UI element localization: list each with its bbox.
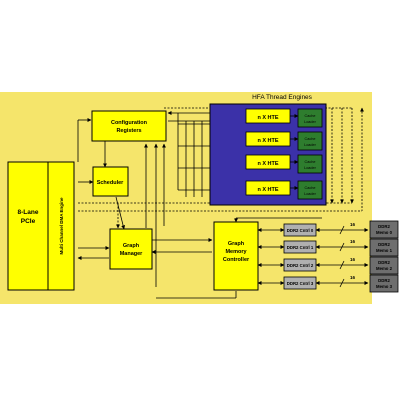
graph-manager-label-line2: Manager — [120, 251, 143, 257]
engine-row-0: n X HTE Cache Loader — [245, 108, 323, 128]
engine-row-1: n X HTE Cache Loader — [245, 131, 323, 151]
graph-manager-block — [109, 228, 153, 270]
ddr-ctrl-2-label: DDR2 Cntrl 2 — [287, 263, 314, 268]
cache-loader-label-line2: Loader — [304, 120, 317, 124]
cache-loader-label-line2: Loader — [304, 143, 317, 147]
bus-width-label: 16 — [350, 222, 356, 227]
pcie-label-line2: PCIe — [21, 218, 36, 225]
scheduler-block — [92, 166, 129, 197]
cache-loader-label-line1: Cache — [305, 137, 316, 141]
ddr-ctrl-0 — [283, 223, 317, 237]
ddr-memory-2-line1: DDR2 — [378, 260, 390, 265]
ddr-ctrl-2 — [283, 258, 317, 272]
engine-label: n X HTE — [257, 187, 278, 193]
graph-memory-controller-block — [213, 221, 259, 291]
config-registers-block — [91, 110, 167, 142]
bus-width-labels: 16 16 16 16 — [350, 222, 356, 280]
ddr-memory-2 — [369, 256, 399, 275]
gmc-label-line3: Controller — [223, 257, 250, 263]
config-label-line2: Registers — [116, 128, 141, 134]
ddr-memory-3-line1: DDR2 — [378, 278, 390, 283]
ddr-memory-3 — [369, 274, 399, 293]
cache-loader-label-line2: Loader — [304, 166, 317, 170]
ddr-ctrl-3-label: DDR2 Cntrl 3 — [287, 281, 314, 286]
pcie-block — [7, 161, 49, 291]
cache-loader-block — [297, 154, 323, 174]
cache-loader-block — [297, 108, 323, 128]
cache-loader-label-line1: Cache — [305, 186, 316, 190]
ddr-memory-3-line2: Memo 3 — [376, 284, 393, 289]
cache-loader-block — [297, 180, 323, 200]
engine-row-2: n X HTE Cache Loader — [245, 154, 323, 174]
bus-width-label: 16 — [350, 257, 356, 262]
ddr-controllers: DDR2 Cntrl 0 DDR2 Cntrl 1 DDR2 Cntrl 2 D… — [283, 223, 317, 290]
cache-loader-label-line1: Cache — [305, 114, 316, 118]
scheduler-label: Scheduler — [97, 180, 124, 186]
gmc-label-line1: Graph — [228, 241, 245, 247]
ddr-ctrl-0-label: DDR2 Cntrl 0 — [287, 228, 314, 233]
bus-width-label: 16 — [350, 275, 356, 280]
engine-label: n X HTE — [257, 115, 278, 121]
gmc-label-line2: Memory — [225, 249, 247, 255]
ddr-ctrl-1-label: DDR2 Cntrl 1 — [287, 245, 314, 250]
engine-label: n X HTE — [257, 138, 278, 144]
config-label-line1: Configuration — [111, 120, 148, 126]
pcie-label-line1: 8-Lane — [18, 209, 39, 216]
ddr-ctrl-3 — [283, 276, 317, 290]
bus-width-label: 16 — [350, 239, 356, 244]
ddr-ctrl-1 — [283, 240, 317, 254]
ddr-memory-0 — [369, 220, 399, 239]
cache-loader-block — [297, 131, 323, 151]
ddr-memory-1-line2: Memo 1 — [376, 248, 393, 253]
dma-engine-label: Multi Channel DMA Engine — [59, 197, 64, 255]
ddr-memory-1 — [369, 238, 399, 257]
engine-label: n X HTE — [257, 161, 278, 167]
engine-row-3: n X HTE Cache Loader — [245, 180, 323, 200]
dma-engine-block — [47, 161, 75, 291]
cache-loader-label-line2: Loader — [304, 192, 317, 196]
ddr-memory-1-line1: DDR2 — [378, 242, 390, 247]
ddr-memory-0-line2: Memo 0 — [376, 230, 393, 235]
engines-title: HFA Thread Engines — [252, 94, 313, 101]
ddr-memories: DDR2 Memo 0 DDR2 Memo 1 DDR2 Memo 2 DDR2… — [369, 220, 399, 293]
graph-manager-label-line1: Graph — [123, 243, 140, 249]
ddr-memory-2-line2: Memo 2 — [376, 266, 393, 271]
ddr-memory-0-line1: DDR2 — [378, 224, 390, 229]
cache-loader-label-line1: Cache — [305, 160, 316, 164]
